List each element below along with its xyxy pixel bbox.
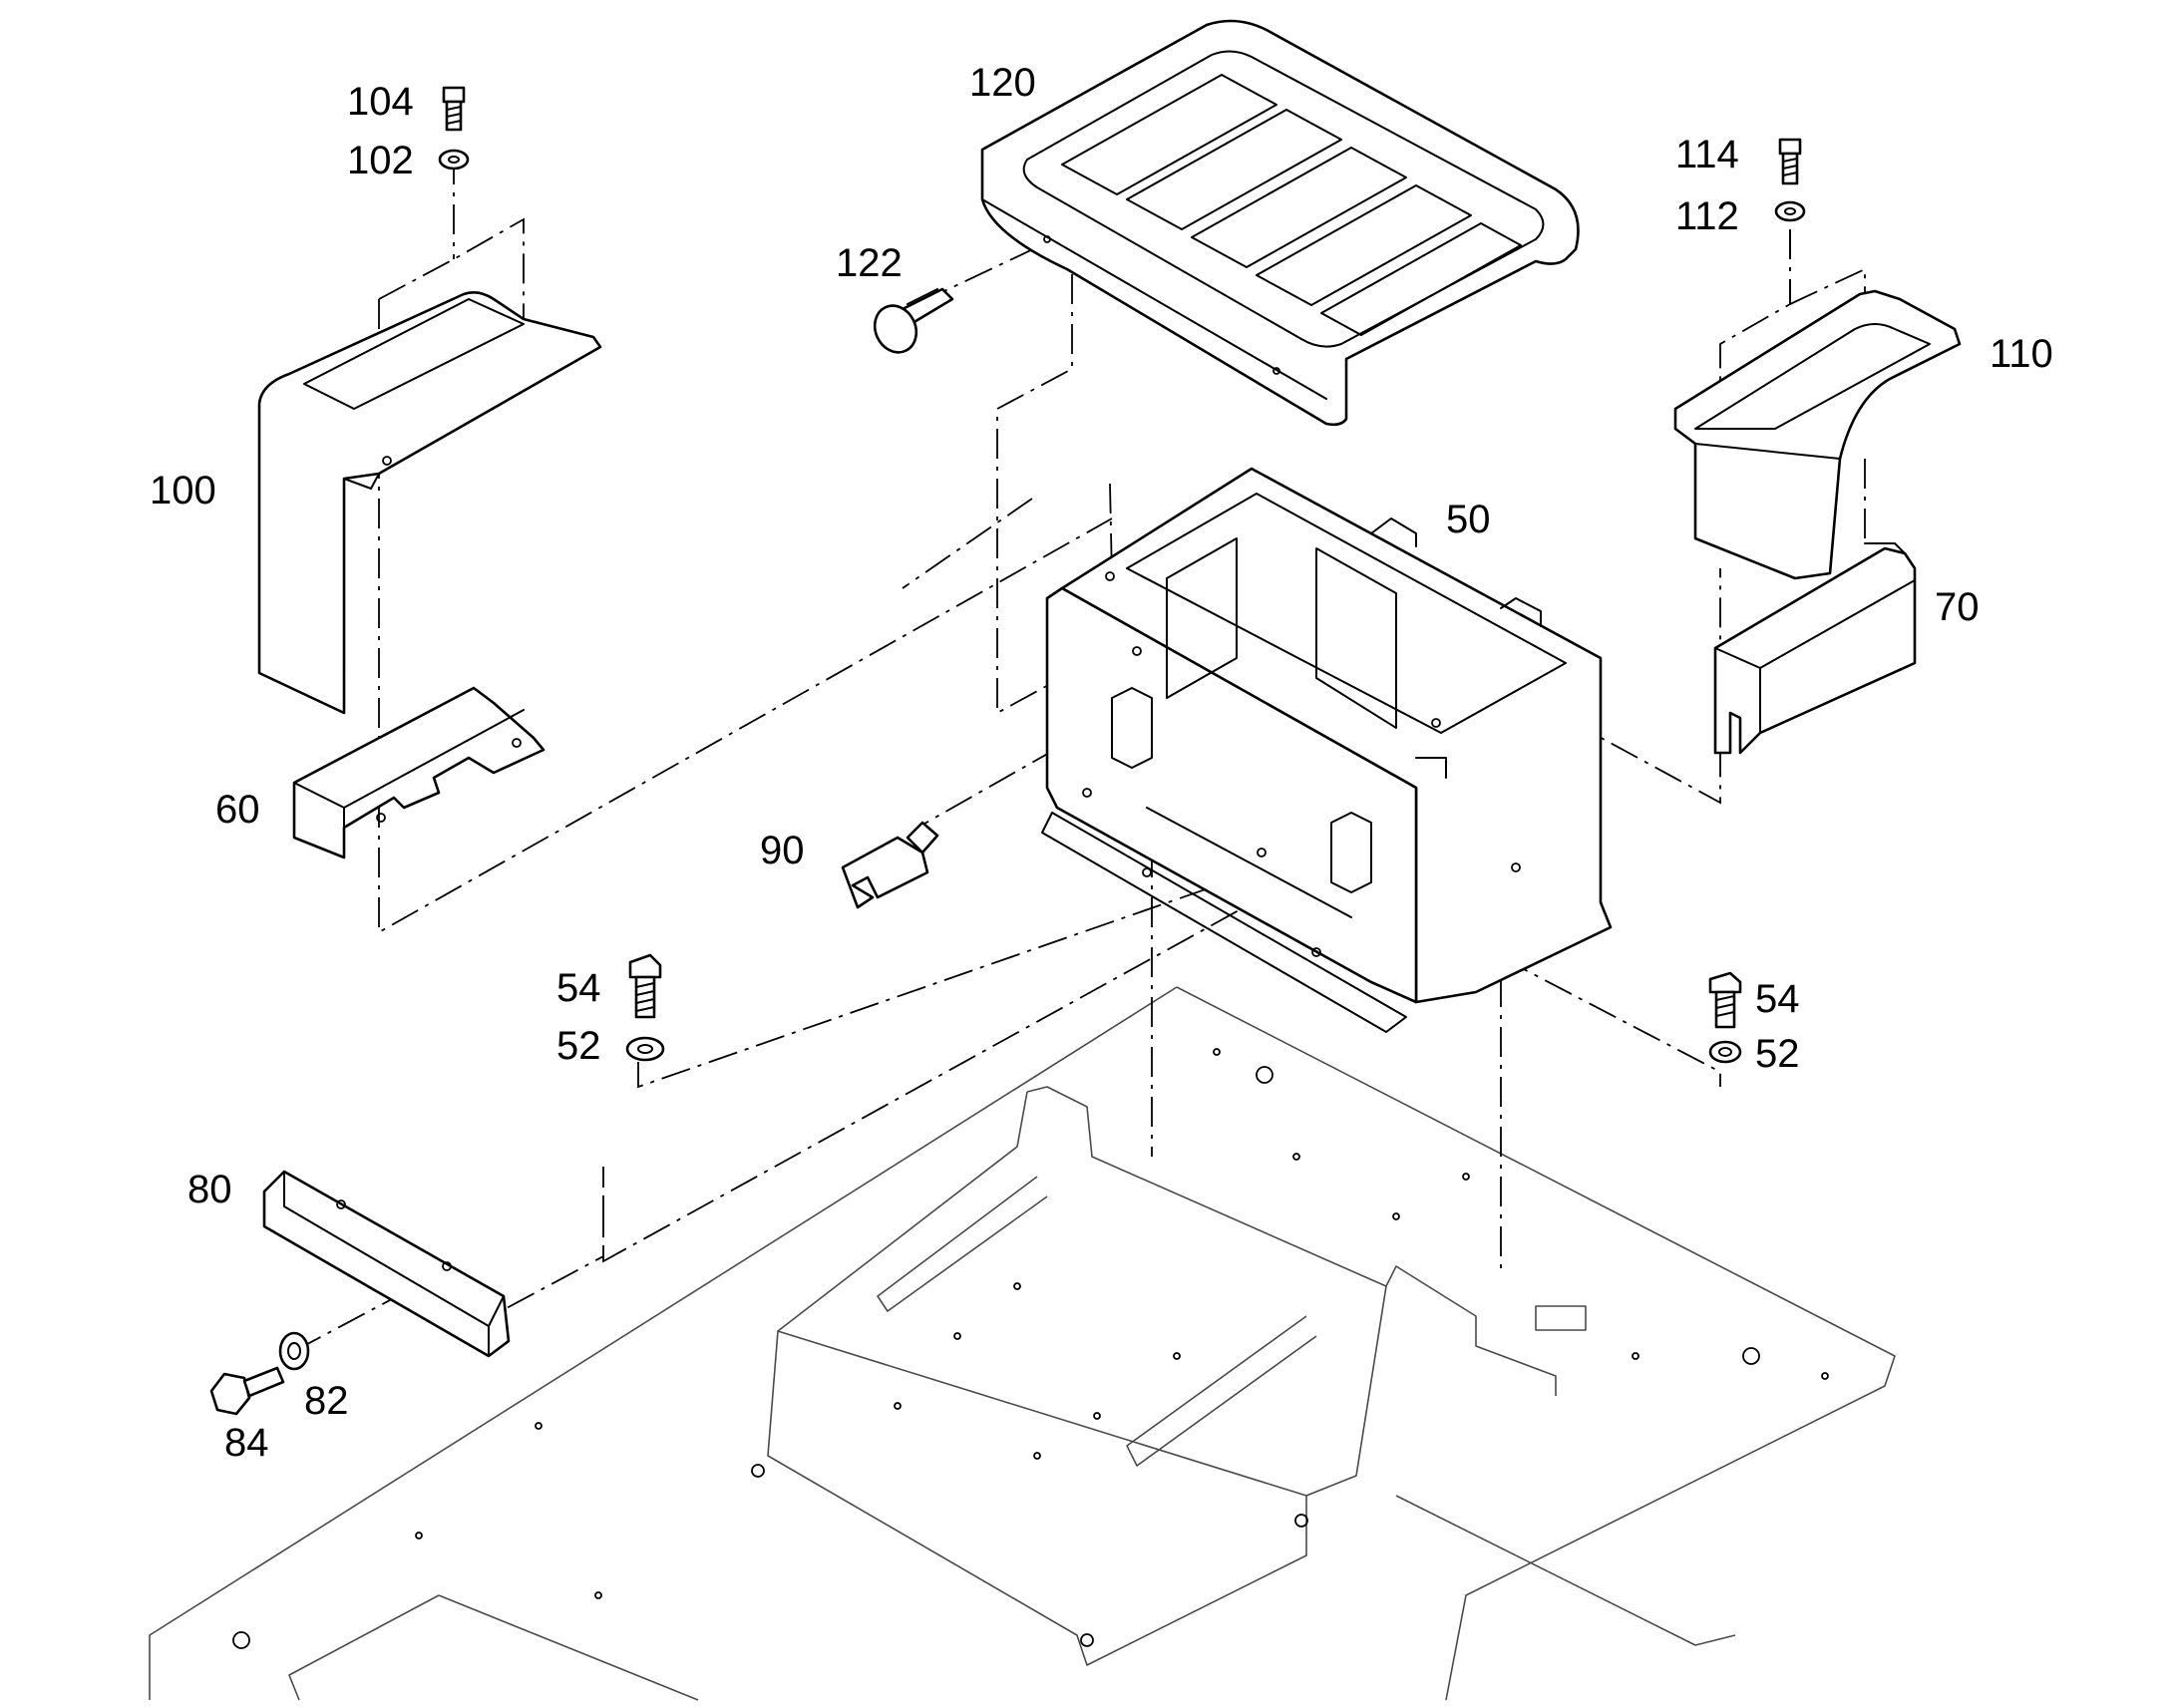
callout-102: 102 [347,139,414,182]
seat-box-frame-50 [1041,467,1613,1033]
callout-54-left: 54 [556,966,601,1010]
callout-80: 80 [187,1168,232,1211]
washer-82 [278,1331,310,1371]
front-rail-80 [262,1170,511,1358]
floor-base-plate [149,986,1896,1701]
callout-54-right: 54 [1755,977,1800,1021]
callout-52-left: 52 [556,1024,601,1068]
left-armrest-100 [257,291,602,715]
callout-112: 112 [1675,194,1739,238]
callout-122: 122 [836,241,903,285]
callout-114: 114 [1675,133,1739,176]
bolt-104 [442,86,466,132]
callout-110: 110 [1990,332,2053,376]
bolt-84 [209,1366,285,1416]
right-rear-bracket-70 [1713,542,1917,755]
callout-50: 50 [1446,498,1491,541]
callout-84: 84 [224,1421,269,1465]
washer-102 [438,149,470,171]
left-bracket-60 [292,686,545,859]
clip-90 [841,821,939,909]
callout-60: 60 [215,788,260,832]
washer-52-left [625,1036,665,1062]
bolt-54-left [628,953,662,1019]
callout-82: 82 [304,1379,349,1423]
callout-70: 70 [1935,585,1980,629]
right-armrest-110 [1673,289,1962,580]
knob-screw-122 [873,287,954,354]
washer-112 [1774,200,1806,222]
callout-52-right: 52 [1755,1032,1800,1076]
callout-104: 104 [347,80,414,124]
callout-100: 100 [150,469,216,512]
bolt-114 [1778,138,1802,185]
callout-labels: 104 102 120 122 114 112 110 100 50 70 60… [150,61,2053,1465]
washer-52-right [1708,1040,1742,1064]
callout-120: 120 [969,61,1036,105]
top-cover-120 [980,19,1580,427]
callout-90: 90 [760,829,805,872]
bolt-54-right [1708,971,1742,1029]
